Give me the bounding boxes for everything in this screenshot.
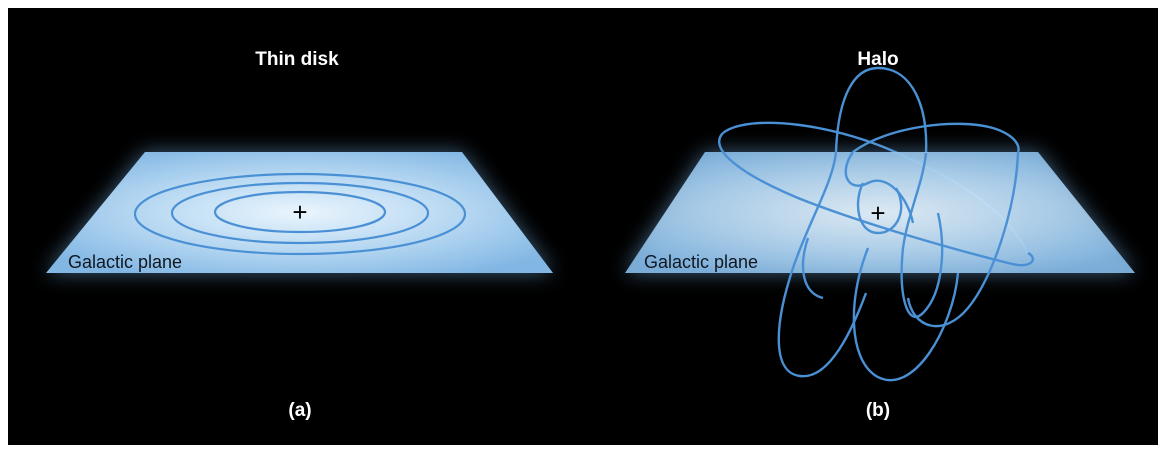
- panel-b-caption: (b): [866, 400, 890, 421]
- panel-a: Thin disk + Galactic plane (a): [46, 49, 553, 421]
- galactic-orbits-diagram: Thin disk + Galactic plane (a) Halo: [8, 8, 1158, 445]
- panel-b-plane-label: Galactic plane: [644, 252, 758, 272]
- panel-a-caption: (a): [288, 400, 311, 421]
- orbit-arc: [853, 124, 1019, 152]
- galactic-center-marker: +: [870, 198, 885, 228]
- galactic-center-marker: +: [292, 197, 307, 227]
- panel-a-plane-label: Galactic plane: [68, 252, 182, 272]
- figure-frame: Thin disk + Galactic plane (a) Halo: [8, 8, 1158, 445]
- panel-a-title: Thin disk: [255, 49, 339, 70]
- orbit-arc: [836, 68, 926, 153]
- panel-b: Halo + Galactic: [625, 49, 1135, 421]
